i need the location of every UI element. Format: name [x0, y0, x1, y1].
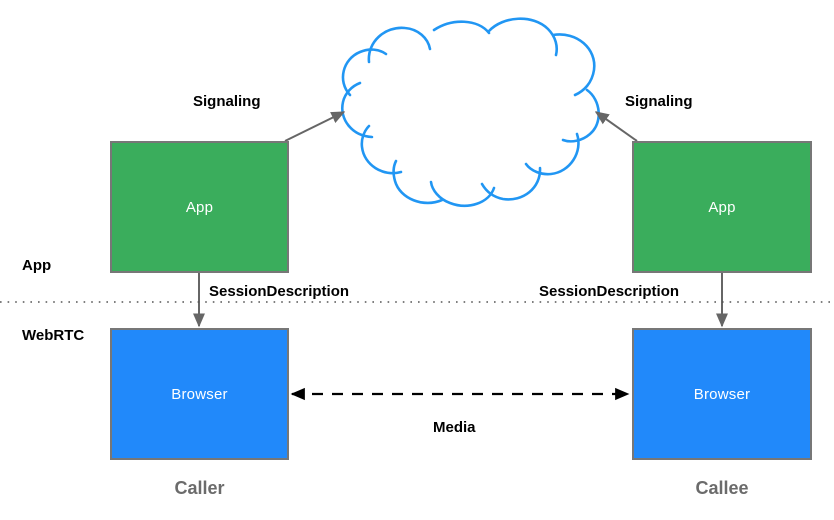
signaling-left-arrow: [284, 111, 346, 142]
app-box-caller[interactable]: App: [110, 141, 289, 273]
browser-box-callee[interactable]: Browser: [632, 328, 812, 460]
signaling-right-arrow: [594, 111, 638, 142]
app-box-callee-label: App: [708, 198, 736, 216]
cloud-icon: [340, 17, 600, 208]
browser-box-callee-label: Browser: [693, 385, 751, 403]
signaling-right-label: Signaling: [625, 93, 693, 110]
session-description-right-label: SessionDescription: [539, 283, 680, 300]
app-box-caller-label: App: [185, 198, 214, 216]
browser-box-caller-label: Browser: [171, 385, 228, 403]
app-box-callee[interactable]: App: [632, 141, 812, 273]
layer-label-webrtc: WebRTC: [22, 327, 85, 344]
signaling-left-label: Signaling: [193, 93, 261, 110]
peer-label-caller: Caller: [174, 478, 225, 498]
peer-label-callee: Callee: [695, 478, 749, 498]
session-description-left-label: SessionDescription: [209, 283, 350, 300]
media-label: Media: [433, 419, 476, 436]
browser-box-caller[interactable]: Browser: [110, 328, 289, 460]
layer-label-app: App: [22, 257, 52, 274]
